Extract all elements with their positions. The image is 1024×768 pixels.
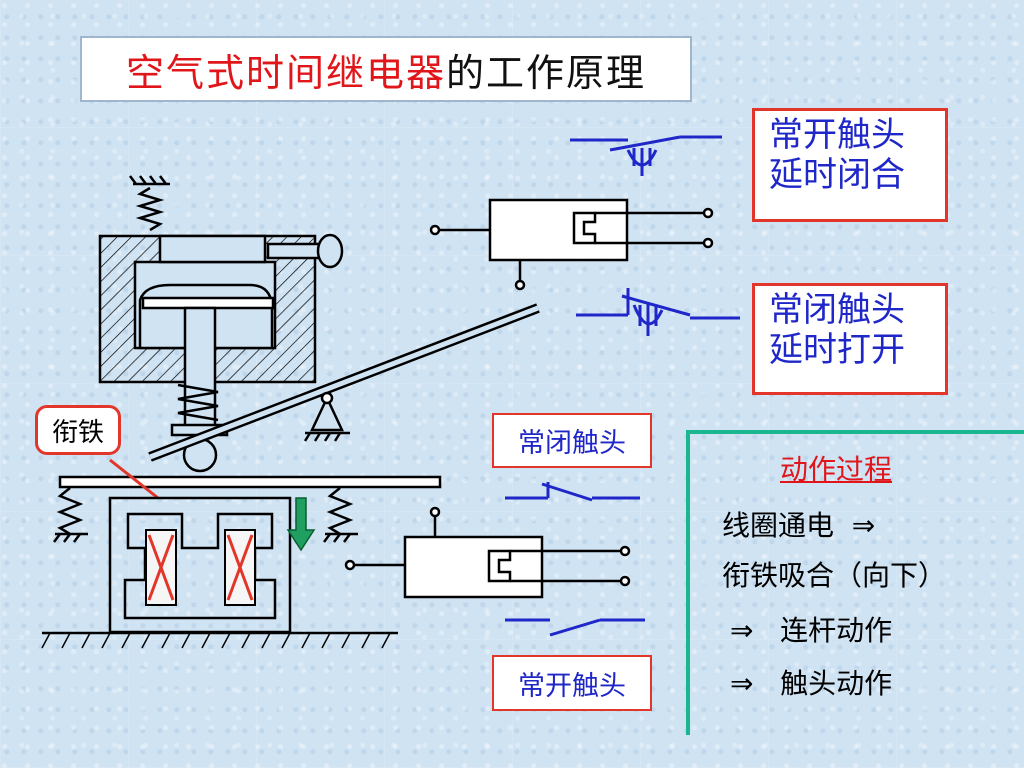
rod-spring [177,383,219,422]
action-process-panel: 动作过程 线圈通电 ⇒ 衔铁吸合（向下） ⇒ 连杆动作 ⇒ 触头动作 [686,430,1024,735]
label-no-delayed-close: 常开触头 延时闭合 [752,108,948,222]
process-step-3: ⇒ 连杆动作 [730,614,893,647]
coil-right [224,529,256,606]
armature-plate [58,475,442,489]
symbol-nc-instant [505,482,640,502]
label-nc-delayed-open: 常闭触头 延时打开 [752,283,948,395]
symbol-nc-delayed-open [576,288,740,336]
ground [41,631,398,649]
process-step-1: 线圈通电 ⇒ [722,509,876,542]
title-red-part: 空气式时间继电器 [125,50,446,95]
process-step-2: 衔铁吸合（向下） [722,559,947,592]
diaphragm [141,296,275,310]
top-spring [129,175,170,232]
label-nc-instant: 常闭触头 [492,413,652,468]
electromagnet-core [108,496,292,634]
left-spring [53,487,88,543]
right-spring [323,487,358,543]
down-arrow [286,497,316,552]
valve-screw [266,233,344,269]
label-no-instant: 常开触头 [492,655,652,711]
symbol-no-delayed-close [570,135,722,176]
process-step-4: ⇒ 触头动作 [730,667,893,700]
label-armature: 衔铁 [35,405,121,455]
instant-microswitch [344,506,631,599]
title-black-part: 的工作原理 [446,50,647,95]
coil-left [145,529,177,606]
fulcrum [303,391,350,442]
armature-pointer [109,458,159,500]
symbol-no-instant [505,618,645,637]
delayed-microswitch [429,198,714,291]
process-title: 动作过程 [780,453,893,486]
slide-title: 空气式时间继电器的工作原理 [80,36,692,102]
